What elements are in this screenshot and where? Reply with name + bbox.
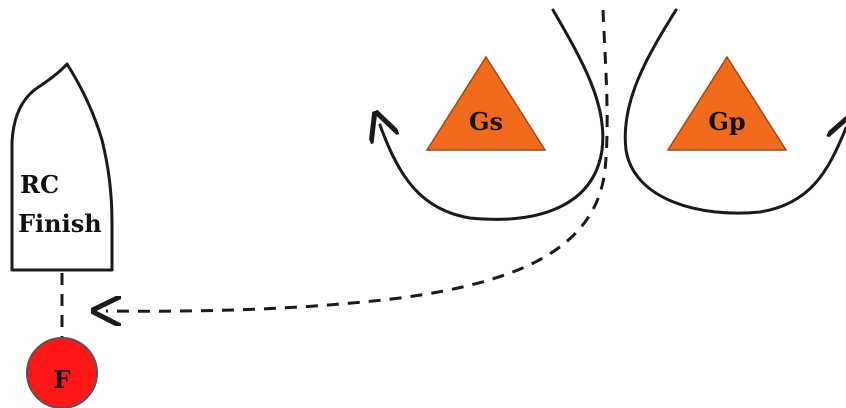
port-rounding-path [623, 8, 846, 215]
committee-boat-hull [10, 62, 114, 272]
finish-mark-label: F [53, 365, 70, 394]
committee-boat-label-line2: Finish [18, 209, 102, 238]
finish-mark [26, 337, 98, 408]
starboard-rounding-path [380, 8, 605, 221]
gate-mark-port [666, 55, 788, 151]
gate-mark-starboard-label: Gs [469, 107, 503, 136]
committee-boat-label-line1: RC [20, 170, 59, 199]
gate-mark-starboard [425, 55, 547, 151]
gate-mark-port-label: Gp [708, 107, 745, 136]
course-to-finish-path [106, 9, 609, 311]
